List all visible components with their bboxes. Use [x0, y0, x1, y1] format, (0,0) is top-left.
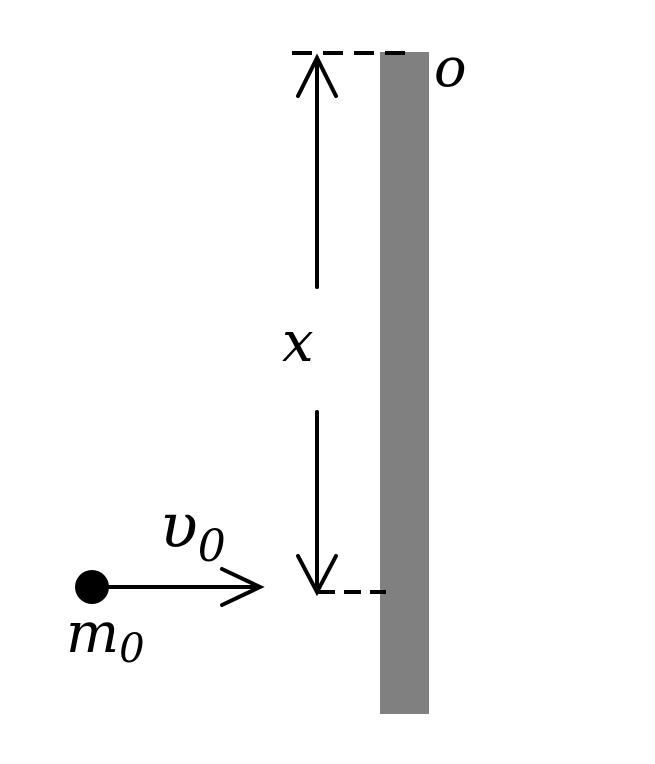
distance-label: x — [282, 310, 314, 375]
distance-arrow-down — [296, 410, 338, 597]
vertical-rod — [380, 52, 429, 714]
mass-label: m0 — [66, 601, 145, 672]
velocity-label-main: υ — [160, 489, 198, 562]
point-mass — [75, 570, 109, 604]
velocity-label: υ0 — [160, 489, 226, 572]
origin-label: o — [434, 36, 467, 99]
velocity-arrow — [98, 567, 265, 607]
mass-label-subscript: 0 — [119, 626, 144, 672]
distance-arrow-up — [296, 53, 338, 289]
velocity-label-subscript: 0 — [198, 521, 226, 572]
mass-label-main: m — [66, 601, 119, 666]
